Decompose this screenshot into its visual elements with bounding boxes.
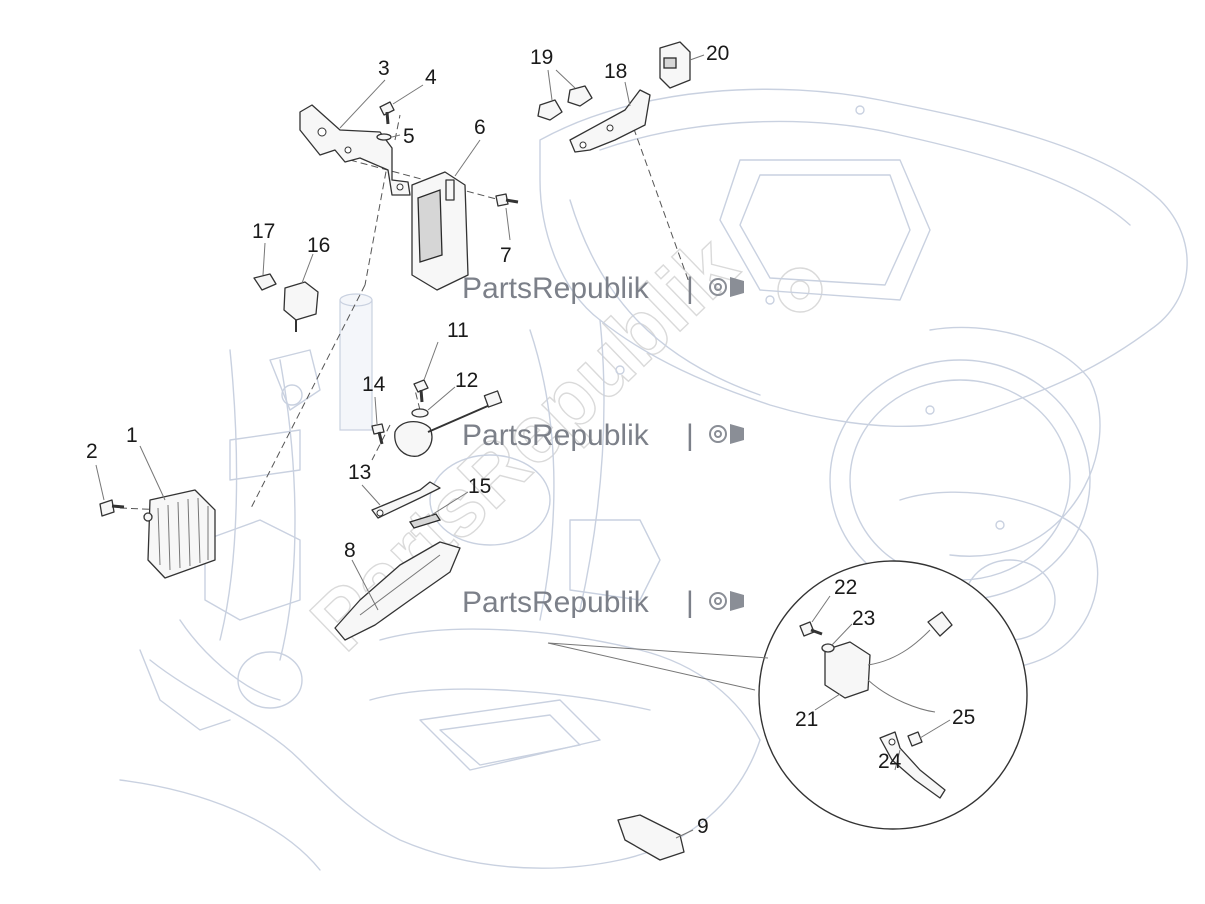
callout-4: 4 (425, 66, 437, 89)
watermark-row-1: PartsRepublik | (462, 272, 744, 305)
part-15-clip (408, 513, 442, 529)
diagonal-gear-icon (777, 267, 823, 313)
callout-1: 1 (126, 424, 138, 447)
watermark-separator: | (686, 419, 694, 452)
part-12-sensor-cable (394, 390, 503, 457)
gear-flag-icon (709, 277, 744, 297)
callout-15: 15 (468, 475, 491, 498)
watermark-text: PartsRepublik (462, 586, 650, 619)
part-5-washer (376, 133, 392, 141)
gear-flag-icon (709, 591, 744, 611)
callout-9: 9 (697, 815, 709, 838)
part-12-washer (411, 408, 429, 418)
callout-12: 12 (455, 369, 478, 392)
part-4-screw (379, 101, 395, 125)
callout-17: 17 (252, 220, 275, 243)
watermark-row-3: PartsRepublik | (462, 586, 744, 619)
callout-14: 14 (362, 373, 386, 396)
callout-16: 16 (307, 234, 330, 257)
callout-25: 25 (952, 706, 975, 729)
part-14-screw (371, 423, 385, 445)
part-1-voltage-regulator (143, 489, 216, 579)
watermark-text: PartsRepublik (462, 419, 650, 452)
callout-7: 7 (500, 244, 512, 267)
callout-13: 13 (348, 461, 371, 484)
part-11-screw (413, 379, 429, 403)
part-25-screw (907, 731, 923, 747)
part-23-washer (821, 643, 835, 653)
gear-flag-icon (709, 424, 744, 444)
part-22-screw (799, 621, 823, 637)
callout-11: 11 (447, 319, 469, 342)
part-13-bracket (371, 481, 441, 519)
callout-19: 19 (530, 46, 553, 69)
part-2-screw (99, 499, 125, 517)
part-8-cover (334, 541, 461, 641)
callout-22: 22 (834, 576, 857, 599)
callout-18: 18 (604, 60, 627, 83)
callout-20: 20 (706, 42, 729, 65)
watermark-separator: | (686, 586, 694, 619)
part-24-bracket (879, 731, 946, 799)
part-16-relay (283, 281, 319, 332)
callout-5: 5 (403, 125, 415, 148)
scooter-body-outline (119, 88, 1188, 871)
callout-8: 8 (344, 539, 356, 562)
callout-labels: 1 2 3 4 5 6 7 8 9 11 12 13 14 15 16 17 1 (86, 42, 975, 839)
callout-6: 6 (474, 116, 486, 139)
callout-23: 23 (852, 607, 875, 630)
part-9-cover (617, 814, 685, 861)
part-3-bracket (299, 104, 411, 196)
part-7-screw (495, 193, 519, 207)
callout-3: 3 (378, 57, 390, 80)
callout-2: 2 (86, 440, 98, 463)
callout-21: 21 (795, 708, 818, 731)
part-19-switches (537, 85, 593, 121)
watermark-row-2: PartsRepublik | (462, 419, 744, 452)
part-21-ignition-coil (824, 611, 953, 713)
part-20-fuse-holder (659, 41, 691, 89)
watermark-text: PartsRepublik (462, 272, 650, 305)
detail-callout-circle (547, 560, 1028, 830)
part-17-cap (253, 273, 277, 291)
part-6-control-unit (411, 171, 469, 291)
watermark-separator: | (686, 272, 694, 305)
callout-24: 24 (878, 750, 902, 773)
